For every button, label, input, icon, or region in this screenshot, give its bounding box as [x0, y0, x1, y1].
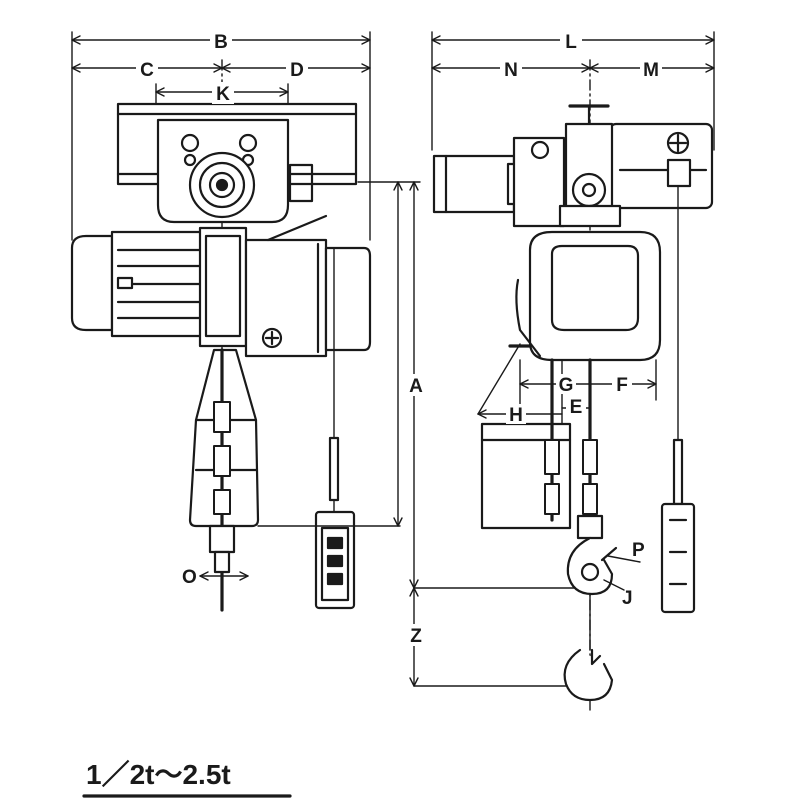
chain-container — [188, 348, 260, 528]
label-e: E — [570, 397, 583, 418]
dim-line-z — [409, 587, 581, 687]
dim-line-gf — [519, 359, 657, 431]
front-view — [70, 31, 581, 687]
label-k: K — [216, 84, 230, 105]
dimension-labels: B C D K O A Z L N M G F E H P J — [136, 30, 662, 647]
pendant-switch-side — [660, 185, 696, 614]
label-g: G — [559, 375, 574, 396]
trolley-gearbox — [608, 122, 714, 210]
load-chain-side — [544, 358, 598, 522]
label-o: O — [182, 567, 197, 588]
label-a: A — [409, 376, 423, 397]
caption-text: 1／2t～2.5t — [86, 759, 231, 790]
label-j: J — [622, 588, 633, 609]
label-p: P — [632, 540, 645, 561]
label-n: N — [504, 60, 518, 81]
label-h: H — [509, 405, 523, 426]
pendant-switch-front — [314, 247, 356, 610]
label-m: M — [643, 60, 659, 81]
dim-line-o — [199, 571, 249, 581]
hook-lower — [563, 593, 614, 702]
trolley-wheels — [558, 104, 622, 228]
hook-block-front — [208, 524, 236, 574]
label-z: Z — [410, 626, 422, 647]
label-l: L — [565, 32, 577, 53]
dim-line-pj — [603, 555, 641, 591]
label-b: B — [214, 32, 228, 53]
label-c: C — [140, 60, 154, 81]
hook-upper — [566, 514, 618, 596]
hoist-body-side — [508, 230, 662, 362]
hoist-motor — [70, 214, 372, 358]
label-d: D — [290, 60, 304, 81]
side-view — [431, 31, 715, 711]
trolley-frame — [156, 118, 314, 224]
load-chain — [213, 348, 231, 612]
label-f: F — [616, 375, 628, 396]
trolley-motor — [432, 136, 566, 228]
capacity-caption: 1／2t～2.5t — [82, 759, 292, 798]
